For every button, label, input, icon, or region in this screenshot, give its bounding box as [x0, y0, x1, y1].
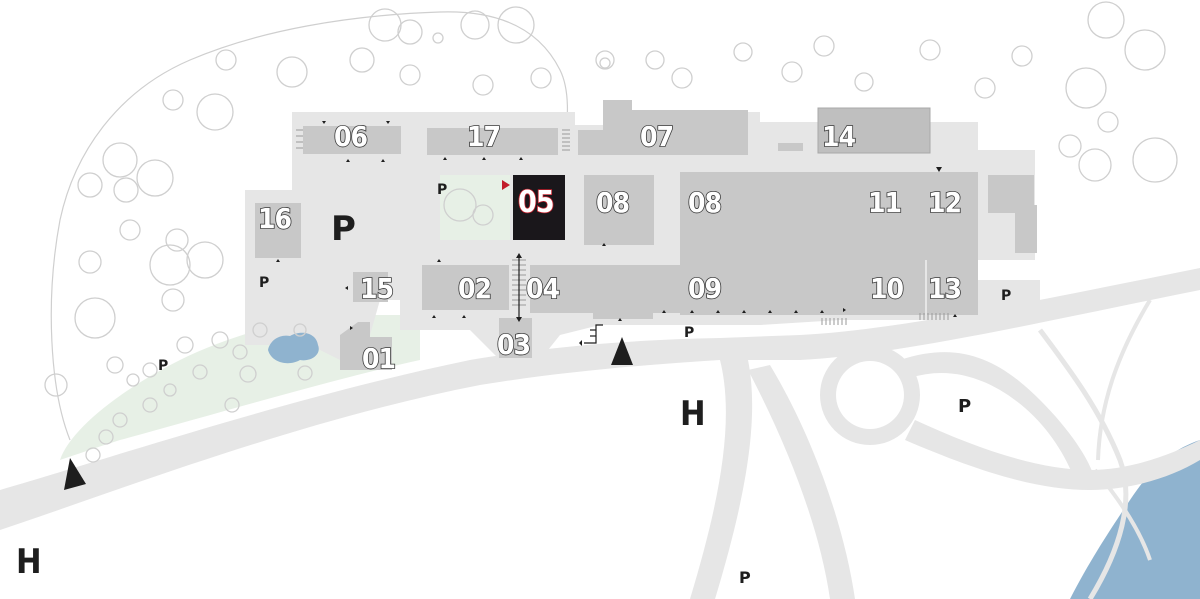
buildings [255, 100, 1037, 370]
parking-label-roundabout: P [958, 396, 971, 417]
door-arrow-icon [662, 310, 666, 313]
east-road-2 [900, 352, 1095, 480]
building-08b-shape[interactable] [680, 172, 978, 315]
building-label-13[interactable]: 13 [927, 271, 963, 306]
building-15-shape[interactable] [353, 272, 388, 302]
building-label-06[interactable]: 06 [333, 119, 369, 154]
building-label-05[interactable]: 05 [517, 184, 555, 221]
door-arrow-icon [432, 315, 436, 318]
parking-label-courtyard: P [437, 182, 447, 198]
building-label-09[interactable]: 09 [687, 271, 723, 306]
door-arrow-icon [742, 310, 746, 313]
building-label-14[interactable]: 14 [821, 119, 857, 154]
entrance-triangle-icon [64, 458, 86, 490]
east-road [905, 420, 1200, 490]
building-label-10[interactable]: 10 [869, 271, 905, 306]
building-label-03[interactable]: 03 [496, 327, 532, 362]
building-06-shape[interactable] [303, 126, 401, 154]
south-road-1 [690, 360, 753, 599]
parking-label-south: P [684, 325, 694, 341]
parking-label-bottom: P [739, 568, 751, 587]
door-markers [276, 121, 957, 330]
door-arrow-icon [276, 259, 280, 262]
door-arrow-icon [602, 243, 606, 246]
stair-arrow-icon [579, 324, 603, 346]
building-label-08a[interactable]: 08 [595, 185, 631, 220]
building-label-08b[interactable]: 08 [687, 185, 723, 220]
door-arrow-icon [346, 159, 350, 162]
building-label-12[interactable]: 12 [927, 185, 963, 220]
door-arrow-icon [443, 157, 447, 160]
parking-label-park: P [158, 358, 168, 374]
door-arrow-icon [936, 167, 942, 172]
building-label-07[interactable]: 07 [639, 119, 675, 154]
small-shed [778, 143, 803, 151]
elevator-arrow-icon [516, 253, 522, 322]
bus-stop-label-center: H [680, 394, 706, 434]
door-arrow-icon [843, 308, 846, 312]
pond [268, 332, 319, 364]
footpath-east-3 [1093, 468, 1152, 561]
stairs-icon [296, 129, 949, 325]
building-04-shape[interactable] [530, 265, 682, 313]
building-label-15[interactable]: 15 [359, 271, 395, 306]
building-label-11[interactable]: 11 [867, 185, 903, 220]
building-14-shape[interactable] [817, 107, 931, 154]
door-arrow-icon [482, 157, 486, 160]
bus-stop-label-west: H [16, 542, 42, 582]
lake-water [1070, 440, 1200, 599]
selected-entrance-arrow-icon [502, 180, 510, 190]
building-east-annex-2 [1015, 205, 1037, 253]
building-label-17[interactable]: 17 [466, 119, 502, 154]
parking-labels: P P P P P P P P [158, 182, 1011, 587]
door-arrow-icon [437, 259, 441, 262]
door-arrow-icon [386, 121, 390, 124]
door-arrow-icon [519, 157, 523, 160]
door-arrow-icon [768, 310, 772, 313]
building-16-shape[interactable] [255, 203, 301, 258]
green-courtyard [440, 175, 510, 240]
parking-label-east: P [1001, 288, 1011, 304]
building-label-16[interactable]: 16 [257, 201, 293, 236]
building-label-04[interactable]: 04 [525, 271, 561, 306]
south-road-2 [748, 365, 855, 599]
building-03-shape[interactable] [499, 318, 532, 358]
building-label-02[interactable]: 02 [457, 271, 493, 306]
door-arrow-icon [618, 318, 622, 321]
building-labels: 06 17 07 14 16 05 08 08 11 12 15 02 04 0… [257, 119, 963, 376]
building-17-shape[interactable] [427, 128, 558, 155]
door-arrow-icon [716, 310, 720, 313]
door-arrow-icon [381, 159, 385, 162]
door-arrow-icon [345, 286, 348, 290]
parking-label-west: P [259, 275, 269, 291]
roundabout-island [836, 361, 904, 429]
door-arrow-icon [350, 326, 353, 330]
footpath-east [1037, 328, 1129, 599]
building-09-divider [925, 260, 927, 315]
trees [44, 1, 1178, 463]
building-07-shape[interactable] [578, 100, 748, 155]
footpath-east-2 [1096, 298, 1152, 461]
park-outline [50, 11, 569, 441]
building-01-shape[interactable] [340, 322, 392, 370]
door-arrow-icon [322, 121, 326, 124]
door-arrow-icon [820, 310, 824, 313]
door-arrow-icon [690, 310, 694, 313]
building-label-01[interactable]: 01 [361, 341, 397, 376]
building-02-shape[interactable] [422, 265, 509, 310]
building-ramp [593, 307, 653, 319]
door-arrow-icon [953, 314, 957, 317]
door-arrow-icon [794, 310, 798, 313]
building-08a-shape[interactable] [584, 175, 654, 245]
main-road [0, 268, 1200, 530]
door-arrow-icon [462, 315, 466, 318]
entrance-triangle-icon [611, 337, 633, 365]
parking-label-main: P [331, 209, 356, 249]
building-05-shape[interactable] [513, 175, 565, 240]
